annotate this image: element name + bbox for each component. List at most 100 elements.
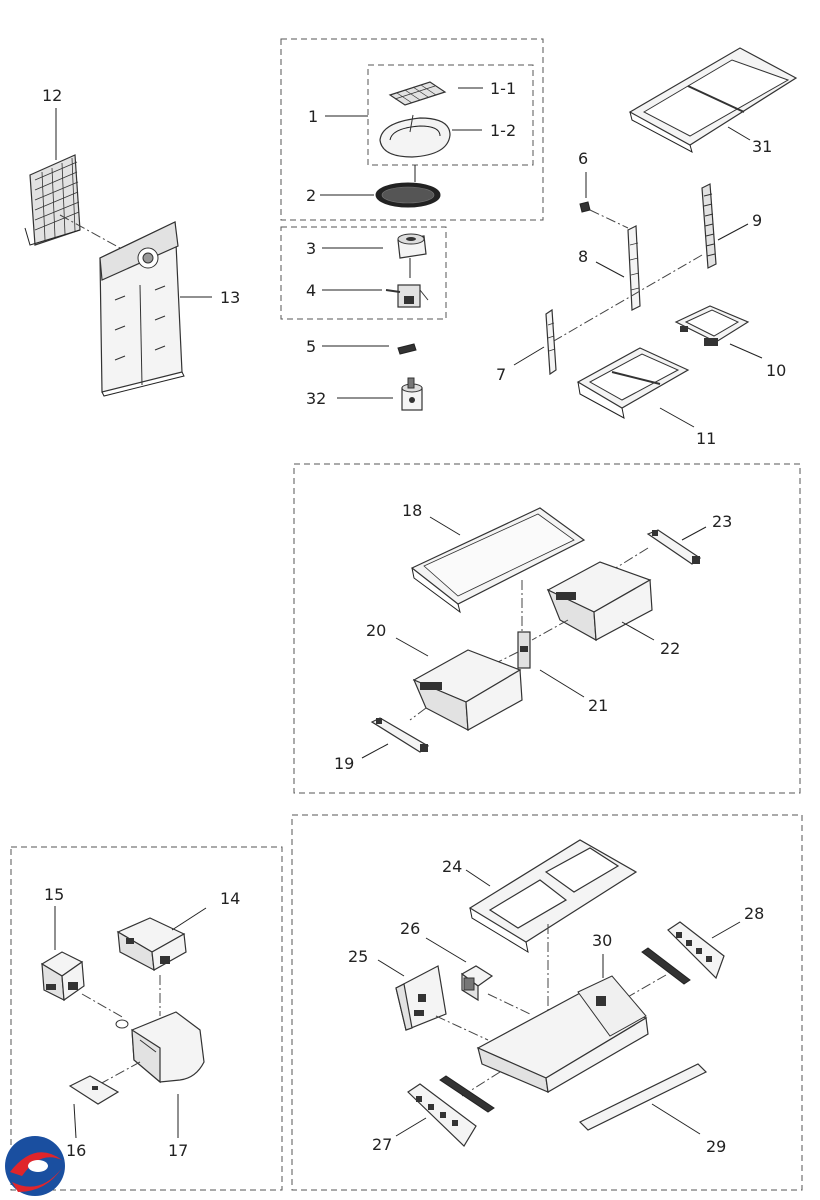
leader-9 <box>717 223 749 241</box>
link-6-8 <box>589 209 629 229</box>
label-1: 1 <box>308 107 318 126</box>
label-29: 29 <box>706 1137 726 1156</box>
group-box-top <box>280 38 544 221</box>
link-26-30 <box>487 993 531 1015</box>
part-22-drawer <box>546 561 653 642</box>
group-box-ice <box>10 846 283 1191</box>
label-28: 28 <box>744 904 764 923</box>
label-4: 4 <box>306 281 316 300</box>
leader-28 <box>711 921 741 939</box>
part-31-shelf <box>628 47 798 153</box>
leader-29 <box>651 1103 701 1135</box>
link-22-21 <box>531 619 569 641</box>
part-26-switch <box>460 965 494 1002</box>
part-23-rail <box>646 529 702 565</box>
label-1-2: 1-2 <box>490 121 516 140</box>
label-16: 16 <box>66 1141 86 1160</box>
part-32-motor <box>401 377 423 411</box>
label-30: 30 <box>592 931 612 950</box>
label-27: 27 <box>372 1135 392 1154</box>
leader-23 <box>681 526 707 541</box>
part-13-panel <box>99 221 185 397</box>
label-5: 5 <box>306 337 316 356</box>
label-20: 20 <box>366 621 386 640</box>
label-11: 11 <box>696 429 716 448</box>
group-box-crisper <box>293 463 801 794</box>
leader-16 <box>73 1103 77 1139</box>
label-6: 6 <box>578 149 588 168</box>
label-21: 21 <box>588 696 608 715</box>
leader-7 <box>513 346 545 366</box>
label-15: 15 <box>44 885 64 904</box>
label-10: 10 <box>766 361 786 380</box>
leader-10 <box>729 343 763 359</box>
leader-11 <box>659 407 695 428</box>
link-12-13 <box>59 214 121 249</box>
leader-21 <box>539 669 585 698</box>
group-box-inner <box>367 64 534 166</box>
part-25-panel <box>395 965 447 1031</box>
part-10-shelf <box>674 305 750 346</box>
label-26: 26 <box>400 919 420 938</box>
leader-8 <box>595 261 625 278</box>
label-13: 13 <box>220 288 240 307</box>
leader-19 <box>361 743 389 759</box>
part-4-valve <box>385 284 429 308</box>
label-24: 24 <box>442 857 462 876</box>
leader-24 <box>465 869 491 887</box>
link-20-19 <box>409 707 427 721</box>
link-25-30 <box>435 1015 489 1041</box>
leader-25 <box>377 959 405 977</box>
label-3: 3 <box>306 239 316 258</box>
part-27-rail <box>407 1083 477 1147</box>
part-12-grille <box>24 154 81 246</box>
part-28-bar <box>641 947 691 985</box>
part-21-divider <box>517 631 531 669</box>
label-17: 17 <box>168 1141 188 1160</box>
leader-14 <box>171 907 207 931</box>
label-23: 23 <box>712 512 732 531</box>
part-3-cap <box>397 233 427 259</box>
part-16-bracket <box>68 1075 120 1105</box>
part-7-rail <box>545 308 557 376</box>
part-11-shelf <box>576 347 690 419</box>
part-5-clip <box>397 343 417 355</box>
label-25: 25 <box>348 947 368 966</box>
part-29-strip <box>578 1063 708 1131</box>
part-14-module <box>116 917 187 972</box>
leader-20 <box>395 637 429 657</box>
label-2: 2 <box>306 186 316 205</box>
part-20-drawer <box>412 649 523 732</box>
label-14: 14 <box>220 889 240 908</box>
label-12: 12 <box>42 86 62 105</box>
leader-31 <box>727 126 751 141</box>
part-17-housing <box>115 1011 205 1084</box>
label-1-1: 1-1 <box>490 79 516 98</box>
link-9-7 <box>551 254 703 343</box>
part-19-rail <box>370 717 430 753</box>
link-15-17 <box>81 993 125 1019</box>
group-box-drawer <box>291 814 803 1191</box>
leader-22 <box>621 621 655 641</box>
leader-27 <box>395 1117 427 1137</box>
part-18-cover <box>410 507 586 614</box>
part-15-block <box>40 951 85 1002</box>
label-18: 18 <box>402 501 422 520</box>
leader-18 <box>429 516 461 536</box>
brand-logo-icon <box>5 1136 65 1196</box>
part-1-1-mesh <box>388 81 447 106</box>
part-9-rail <box>701 183 717 269</box>
label-31: 31 <box>752 137 772 156</box>
part-24-cover <box>468 839 638 954</box>
part-28-rail <box>667 921 725 980</box>
link-17-16 <box>99 1061 141 1085</box>
part-1-2-cover <box>379 114 451 158</box>
label-32: 32 <box>306 389 326 408</box>
part-6-screw <box>579 201 591 213</box>
group-box-valve <box>280 226 447 320</box>
label-9: 9 <box>752 211 762 230</box>
label-7: 7 <box>496 365 506 384</box>
link-28-30 <box>625 974 667 999</box>
label-19: 19 <box>334 754 354 773</box>
